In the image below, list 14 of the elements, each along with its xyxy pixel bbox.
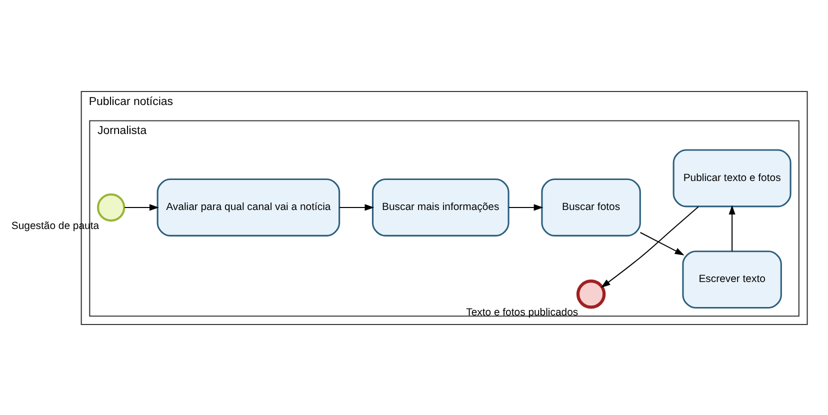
- arrow: [600, 206, 699, 288]
- arrow: [340, 204, 374, 210]
- arrow: [124, 204, 159, 210]
- arrow: [640, 232, 684, 255]
- node-box: Escrever texto: [682, 250, 782, 308]
- node-box: Buscar mais informações: [372, 178, 510, 236]
- node-label: Texto e fotos publicados: [466, 307, 578, 318]
- arrow: [508, 204, 544, 210]
- node-box: Buscar fotos: [541, 178, 641, 236]
- node-circle: [576, 279, 606, 308]
- arrow: [728, 204, 736, 251]
- node-circle: [96, 192, 126, 222]
- node-box: Avaliar para qual canal vai a notícia: [156, 178, 340, 236]
- node-box: Publicar texto e fotos: [672, 148, 792, 207]
